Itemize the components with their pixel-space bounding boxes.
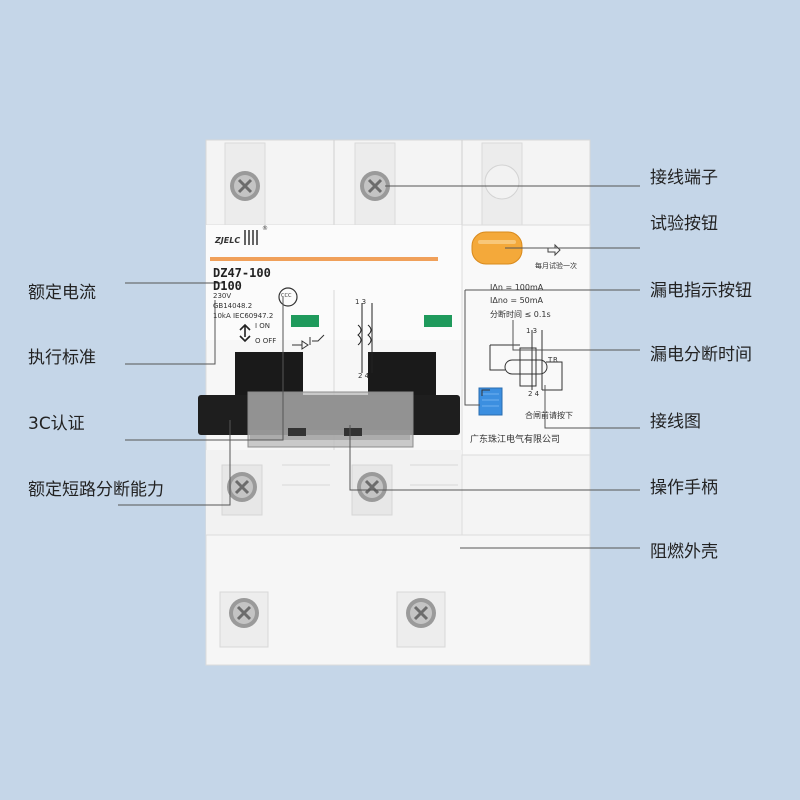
callout-terminal: 接线端子	[650, 168, 718, 188]
terminal-screw-4	[357, 472, 387, 502]
on-label: I ON	[255, 322, 271, 330]
rating-label: D100	[213, 279, 242, 293]
leak-current-label: IΔn = 100mA	[490, 283, 544, 292]
standard-label-1: GB14048.2	[213, 302, 253, 310]
svg-text:1 3: 1 3	[355, 298, 366, 306]
svg-text:2 4: 2 4	[358, 372, 370, 380]
off-label: O OFF	[255, 337, 277, 345]
non-op-current-label: IΔno = 50mA	[490, 296, 544, 305]
standard-label-2: 10kA IEC60947.2	[213, 312, 274, 320]
callout-shell: 阻燃外壳	[650, 542, 718, 562]
callout-ccc: 3C认证	[28, 414, 85, 434]
model-label: DZ47-100	[213, 266, 271, 280]
callout-test-button: 试验按钮	[650, 214, 718, 234]
manufacturer-label: 广东珠江电气有限公司	[470, 435, 561, 445]
press-note-label: 合闸前请按下	[525, 411, 573, 420]
wiring-diagram	[481, 330, 563, 396]
on-off-arrow-icon	[239, 323, 251, 343]
voltage-label: 230V	[213, 292, 232, 300]
callout-standard: 执行标准	[28, 348, 96, 368]
svg-text:T: T	[547, 356, 553, 364]
orange-band	[210, 257, 438, 261]
ccc-mark-icon	[278, 287, 298, 307]
terminal-screw-2	[360, 171, 390, 201]
test-note-label: 每月试验一次	[535, 262, 577, 270]
svg-text:1 3: 1 3	[526, 327, 537, 335]
svg-text:®: ®	[262, 225, 268, 232]
callout-handle: 操作手柄	[650, 478, 718, 498]
terminal-screw-6	[406, 598, 436, 628]
terminal-screw-1	[230, 171, 260, 201]
callout-leak-indicator: 漏电指示按钮	[650, 281, 752, 301]
green-indicator-window-2	[424, 315, 452, 327]
callout-wiring-diagram: 接线图	[650, 412, 701, 432]
svg-text:R: R	[553, 356, 558, 364]
callout-short-circuit: 额定短路分断能力	[28, 480, 164, 500]
break-time-label: 分断时间 ≤ 0.1s	[490, 310, 551, 319]
ccc-mark-label: CCC	[281, 293, 292, 299]
terminal-screw-5	[229, 598, 259, 628]
callout-leak-break-time: 漏电分断时间	[650, 345, 752, 365]
brand-logo-icon	[244, 230, 258, 245]
terminal-screw-3	[227, 472, 257, 502]
svg-text:2 4: 2 4	[528, 390, 540, 398]
callout-rated-current: 额定电流	[28, 283, 96, 303]
green-indicator-window-1	[291, 315, 319, 327]
leak-indicator-button	[478, 387, 503, 416]
brand-logo-text: ZJELC	[215, 236, 241, 245]
